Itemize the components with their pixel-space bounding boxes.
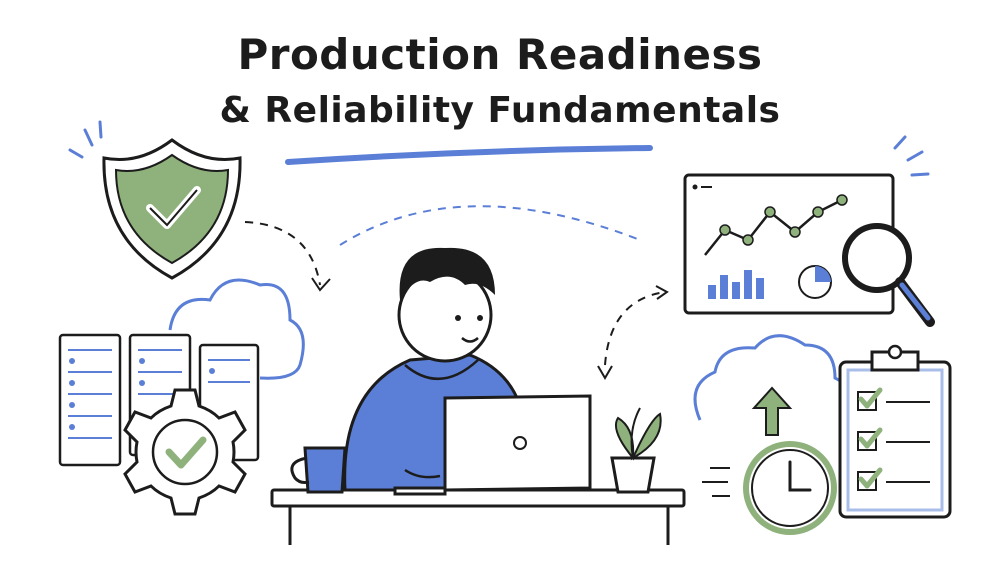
checklist-clipboard-icon bbox=[838, 344, 952, 519]
sparkles bbox=[68, 120, 930, 177]
plant-icon bbox=[610, 407, 662, 494]
magnifier-icon bbox=[842, 223, 935, 327]
server-leds bbox=[69, 358, 215, 430]
arrow-to-dashboard bbox=[604, 291, 666, 366]
title-underline bbox=[285, 145, 653, 165]
laptop bbox=[393, 394, 592, 496]
gear-check-icon bbox=[123, 388, 247, 516]
clock-icon bbox=[702, 441, 837, 535]
dashboard-chart-icon bbox=[683, 173, 895, 315]
flow-arrows bbox=[244, 205, 666, 366]
arrow-shield-to-center bbox=[244, 221, 321, 286]
arrow-top-arc bbox=[339, 205, 641, 246]
cloud-icon bbox=[168, 278, 305, 380]
cloud-upload-icon bbox=[693, 334, 853, 436]
desk bbox=[270, 488, 686, 545]
server-slots bbox=[68, 349, 250, 439]
title-line-1: Production Readiness bbox=[237, 30, 763, 79]
shield-check-icon bbox=[102, 138, 242, 280]
title-line-2: & Reliability Fundamentals bbox=[219, 90, 781, 131]
dashboard-bars bbox=[708, 270, 764, 299]
coffee-mug-icon bbox=[290, 446, 347, 494]
